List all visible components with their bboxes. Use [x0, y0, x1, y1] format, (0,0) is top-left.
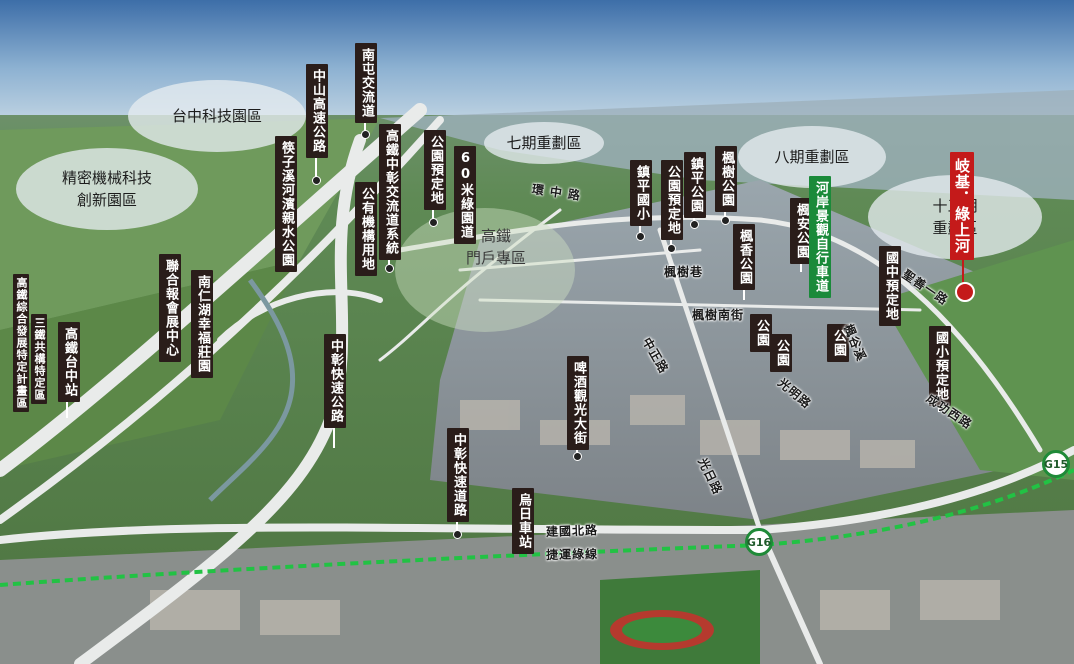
- label-hsr-special-plan: 高鐵綜合發展特定計畫區: [13, 274, 29, 412]
- label-park-reserved-2: 公園預定地: [661, 160, 683, 240]
- leader-line: [743, 282, 745, 300]
- label-zhongzhang-expressway-1: 中彰快速公路: [324, 334, 346, 428]
- marker-dot: [429, 218, 438, 227]
- road-fengshu-street: 楓樹南街: [692, 308, 745, 322]
- zone-precision-machinery: 精密機械科技 創新園區: [16, 148, 198, 230]
- leader-line: [432, 202, 434, 222]
- metro-station-g16: G16: [745, 528, 773, 556]
- label-hsr-zhongzhang-system: 高鐵中彰交流道系統: [379, 124, 401, 260]
- label-fengshu-park: 楓樹公園: [715, 146, 737, 212]
- marker-dot: [573, 452, 582, 461]
- marker-dot: [667, 244, 676, 253]
- label-nantun-interchange: 南屯交流道: [355, 43, 377, 123]
- label-greenway-60m: 60米綠園道: [454, 146, 476, 244]
- label-project: 岐基．綠上河: [950, 152, 974, 260]
- marker-dot: [721, 216, 730, 225]
- label-zhongshan-freeway: 中山高速公路: [306, 64, 328, 158]
- label-public-facility: 公有機構用地: [355, 182, 377, 276]
- label-zhenping-school: 鎮平國小: [630, 160, 652, 226]
- label-fengxiang-park: 楓香公園: [733, 224, 755, 290]
- zone-label: 高鐵 門戶專區: [465, 227, 526, 267]
- label-zhongzhang-expressway-2: 中彰快速道路: [447, 428, 469, 522]
- road-metro-green: 捷運綠線: [545, 547, 599, 562]
- marker-dot: [361, 130, 370, 139]
- zone-phase7: 七期重劃區: [484, 122, 604, 164]
- label-hsr-taichung-station: 高鐵台中站: [58, 322, 80, 402]
- leader-line: [962, 258, 964, 288]
- zone-label: 八期重劃區: [774, 148, 850, 166]
- zone-label: 精密機械科技 創新園區: [61, 169, 152, 209]
- label-zhenping-park: 鎮平公園: [684, 152, 706, 218]
- zone-label: 台中科技園區: [171, 107, 262, 125]
- label-park-reserved-1: 公園預定地: [424, 130, 446, 210]
- marker-dot: [312, 176, 321, 185]
- leader-line: [315, 150, 317, 180]
- marker-dot: [636, 232, 645, 241]
- zone-label: 七期重劃區: [506, 134, 582, 152]
- leader-line: [333, 422, 335, 448]
- road-jianguo-north: 建國北路: [545, 523, 599, 539]
- label-beer-street: 啤酒觀光大街: [567, 356, 589, 450]
- road-fengshu-lane: 楓樹巷: [664, 265, 704, 279]
- zone-hsr-gate: 高鐵 門戶專區: [440, 222, 552, 272]
- label-park-a: 公園: [750, 314, 772, 352]
- label-nanren-lake: 南仁湖幸福莊園: [191, 270, 213, 378]
- label-primary-school-reserved: 國小預定地: [929, 326, 951, 406]
- leader-line: [800, 256, 802, 272]
- label-three-rail-zone: 三鐵共構特定區: [31, 314, 47, 404]
- label-udn-expo: 聯合報會展中心: [159, 254, 181, 362]
- leader-line: [66, 392, 68, 418]
- label-park-b: 公園: [770, 334, 792, 372]
- label-kuaizi-river: 筷子溪河濱親水公園: [275, 136, 297, 272]
- project-location-pin: [955, 282, 975, 302]
- label-wuri-station: 烏日車站: [512, 488, 534, 554]
- label-fengan-park: 楓安公園: [790, 198, 812, 264]
- label-park-c: 公園: [827, 324, 849, 362]
- metro-station-g15: G15: [1042, 450, 1070, 478]
- label-riverside-bikeway: 河岸景觀自行車道: [809, 176, 831, 298]
- label-middle-school-reserved: 國中預定地: [879, 246, 901, 326]
- marker-dot: [453, 530, 462, 539]
- marker-dot: [385, 264, 394, 273]
- marker-dot: [690, 220, 699, 229]
